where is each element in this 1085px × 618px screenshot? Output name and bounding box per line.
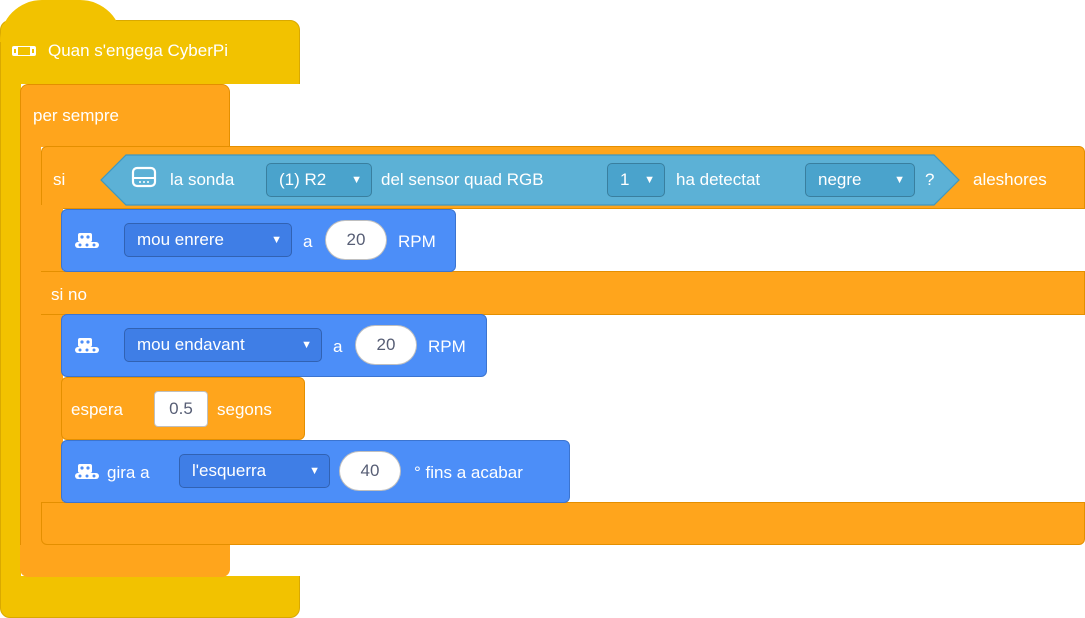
chevron-down-icon: ▼ [351, 174, 362, 186]
robot-car-icon [75, 233, 99, 248]
if-label: si [53, 170, 66, 189]
turn-direction-dropdown[interactable]: l'esquerra ▼ [179, 454, 330, 488]
forever-bottom-notch [20, 545, 230, 577]
chevron-down-icon: ▼ [309, 465, 320, 477]
chevron-down-icon: ▼ [894, 174, 905, 186]
wait-seconds-input[interactable]: 0.5 [154, 391, 208, 427]
if-block-footer [41, 502, 1085, 545]
move-forward-a-label: a [333, 337, 343, 356]
cyberpi-icon [12, 46, 36, 56]
condition-label-sensor: del sensor quad RGB [381, 170, 544, 189]
wait-label: espera [71, 400, 123, 419]
then-label: aleshores [973, 170, 1047, 189]
hat-block-cap [0, 0, 122, 42]
sensor-index-value: 1 [620, 170, 630, 189]
turn-angle-input[interactable]: 40 [339, 451, 401, 491]
move-forward-unit: RPM [428, 337, 466, 356]
turn-direction-value: l'esquerra [192, 461, 267, 480]
probe-dropdown-value: (1) R2 [279, 170, 327, 189]
color-dropdown-value: negre [818, 170, 862, 189]
if-block-spine [41, 205, 63, 545]
chevron-down-icon: ▼ [644, 174, 655, 186]
turn-label: gira a [107, 463, 150, 482]
move-forward-speed-input[interactable]: 20 [355, 325, 417, 365]
forever-label: per sempre [33, 106, 119, 125]
condition-label-probe: la sonda [170, 170, 235, 189]
chevron-down-icon: ▼ [271, 234, 282, 246]
move-back-direction-value: mou enrere [137, 230, 224, 249]
hat-label: Quan s'engega CyberPi [48, 41, 228, 60]
move-back-a-label: a [303, 232, 313, 251]
color-dropdown[interactable]: negre ▼ [805, 163, 915, 197]
move-forward-direction-dropdown[interactable]: mou endavant ▼ [124, 328, 322, 362]
probe-dropdown[interactable]: (1) R2 ▼ [266, 163, 372, 197]
robot-car-icon [75, 464, 99, 479]
else-label: si no [51, 285, 87, 304]
move-back-unit: RPM [398, 232, 436, 251]
cyberpi-screen-icon [131, 166, 157, 188]
turn-suffix: ° fins a acabar [414, 463, 523, 482]
sensor-index-dropdown[interactable]: 1 ▼ [607, 163, 665, 197]
else-arm [41, 271, 1085, 315]
move-back-speed-input[interactable]: 20 [325, 220, 387, 260]
question-mark: ? [925, 170, 935, 189]
robot-car-icon [75, 338, 99, 353]
move-forward-direction-value: mou endavant [137, 335, 245, 354]
condition-label-detected: ha detectat [676, 170, 761, 189]
move-back-direction-dropdown[interactable]: mou enrere ▼ [124, 223, 292, 257]
wait-unit: segons [217, 400, 272, 419]
chevron-down-icon: ▼ [301, 339, 312, 351]
